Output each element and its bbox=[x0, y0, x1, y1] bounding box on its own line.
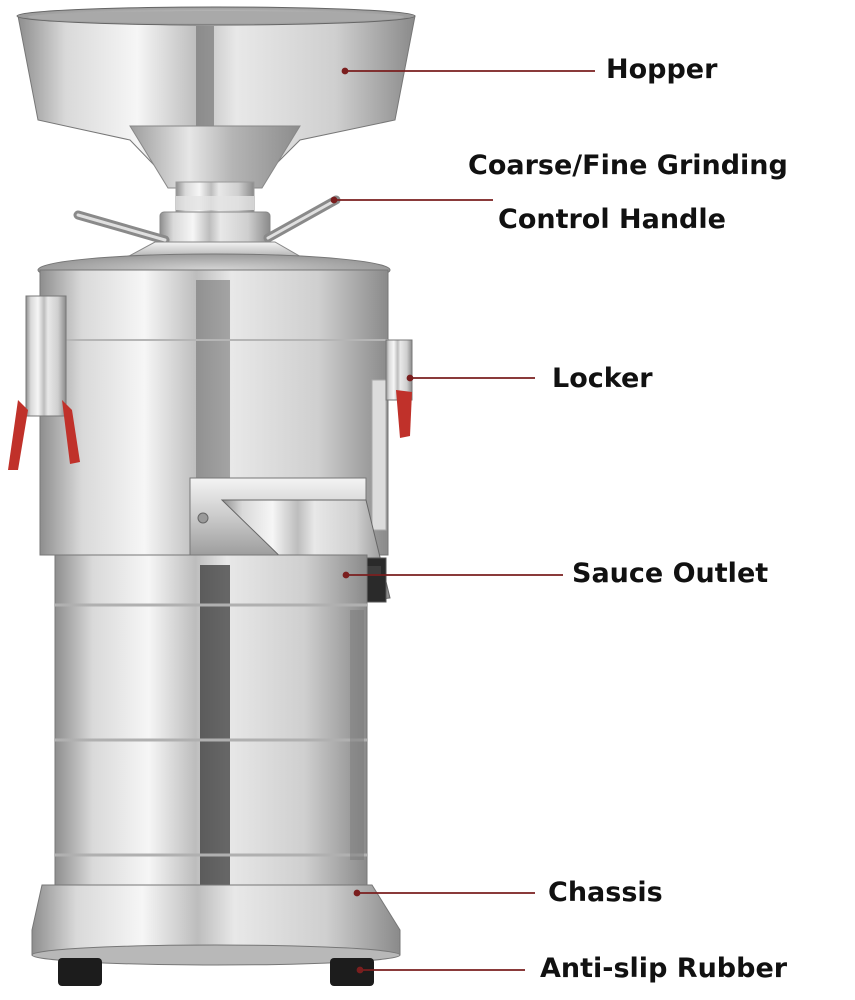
leader-dot-chassis bbox=[353, 889, 361, 897]
leader-dot-control-handle bbox=[330, 196, 338, 204]
label-anti-slip-rubber: Anti-slip Rubber bbox=[540, 953, 788, 984]
leader-dot-anti-slip-rubber bbox=[356, 966, 364, 974]
label-sauce-outlet: Sauce Outlet bbox=[572, 558, 769, 589]
leader-dot-hopper bbox=[341, 67, 349, 75]
label-control-handle-line1: Coarse/Fine Grinding bbox=[468, 150, 788, 181]
label-chassis: Chassis bbox=[548, 877, 663, 908]
locker-right bbox=[385, 339, 413, 438]
leader-lines bbox=[330, 67, 595, 974]
lower-body bbox=[54, 554, 368, 886]
hopper bbox=[16, 6, 416, 213]
label-control-handle-line2: Control Handle bbox=[498, 204, 726, 235]
chassis bbox=[31, 884, 401, 966]
anti-slip-rubber bbox=[58, 958, 374, 986]
leader-dot-sauce-outlet bbox=[342, 571, 350, 579]
locker-left bbox=[8, 295, 80, 470]
leader-dot-locker bbox=[406, 374, 414, 382]
label-hopper: Hopper bbox=[606, 54, 718, 85]
label-locker: Locker bbox=[552, 363, 653, 394]
